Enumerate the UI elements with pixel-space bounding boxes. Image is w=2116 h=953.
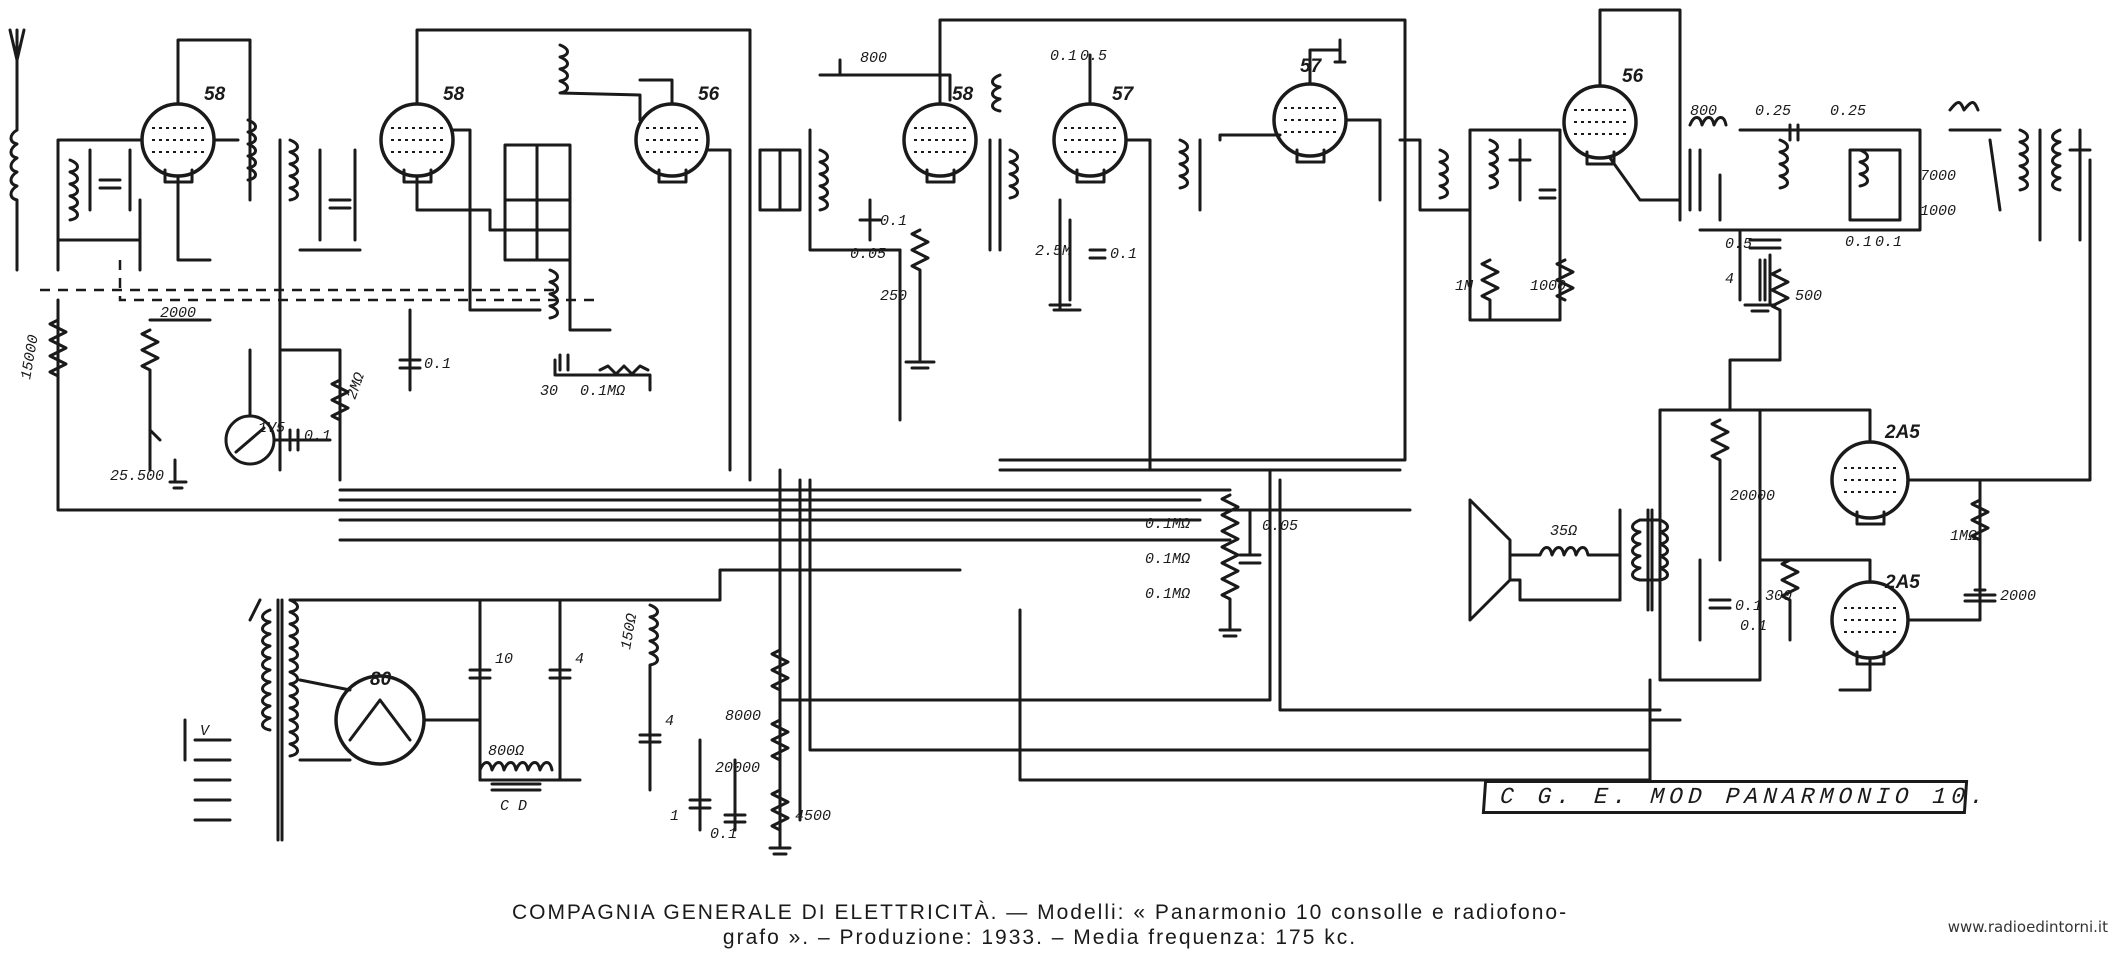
svg-text:0.1: 0.1 bbox=[1735, 598, 1762, 615]
antenna-icon bbox=[8, 28, 26, 132]
svg-text:0.1: 0.1 bbox=[424, 356, 451, 373]
ground-icon bbox=[168, 480, 188, 490]
svg-text:7000: 7000 bbox=[1920, 168, 1956, 185]
svg-text:0.1: 0.1 bbox=[1050, 48, 1077, 65]
svg-text:2000: 2000 bbox=[160, 305, 196, 322]
svg-text:10: 10 bbox=[495, 651, 513, 668]
tube-2a5-top: 2A5 bbox=[1830, 422, 1920, 526]
caption-line-1: COMPAGNIA GENERALE DI ELETTRICITÀ. — Mod… bbox=[511, 901, 1569, 924]
svg-text:0.1MΩ: 0.1MΩ bbox=[1145, 551, 1190, 568]
watermark: www.radioedintorni.it bbox=[1947, 918, 2108, 936]
svg-text:4: 4 bbox=[665, 713, 674, 730]
svg-text:150Ω: 150Ω bbox=[618, 612, 641, 650]
svg-text:1000: 1000 bbox=[1530, 278, 1566, 295]
svg-text:250: 250 bbox=[880, 288, 907, 305]
svg-text:58: 58 bbox=[443, 84, 465, 105]
svg-text:1M: 1M bbox=[1455, 278, 1474, 295]
svg-text:20000: 20000 bbox=[715, 760, 760, 777]
svg-text:0.1: 0.1 bbox=[1845, 234, 1872, 251]
ground-icon bbox=[904, 360, 936, 370]
svg-text:C D: C D bbox=[500, 798, 527, 815]
svg-text:0.1: 0.1 bbox=[1875, 234, 1902, 251]
tube-57-osc: 56 bbox=[634, 84, 720, 184]
svg-text:20000: 20000 bbox=[1730, 488, 1775, 505]
caption-line-2: grafo ». – Produzione: 1933. – Media fre… bbox=[722, 926, 1358, 949]
caption: COMPAGNIA GENERALE DI ELETTRICITÀ. — Mod… bbox=[260, 900, 1820, 950]
svg-text:800: 800 bbox=[860, 50, 887, 67]
svg-text:2000: 2000 bbox=[2000, 588, 2036, 605]
svg-text:35Ω: 35Ω bbox=[1550, 523, 1577, 540]
tube-56-driver: 56 bbox=[1562, 66, 1644, 166]
svg-text:0.5: 0.5 bbox=[1080, 48, 1107, 65]
svg-text:80: 80 bbox=[370, 669, 392, 690]
ground-icon bbox=[768, 846, 792, 856]
svg-text:0.25: 0.25 bbox=[1755, 103, 1791, 120]
model-label: C G. E. MOD PANARMONIO 10. bbox=[1481, 780, 1990, 814]
svg-text:800Ω: 800Ω bbox=[488, 743, 524, 760]
svg-text:56: 56 bbox=[698, 84, 720, 105]
svg-text:1MΩ: 1MΩ bbox=[1950, 528, 1977, 545]
tube-58-rf: 58 bbox=[140, 84, 226, 184]
svg-text:2MΩ: 2MΩ bbox=[344, 371, 369, 402]
svg-text:15000: 15000 bbox=[18, 334, 43, 381]
svg-text:800: 800 bbox=[1690, 103, 1717, 120]
tube-2a5-bottom: 2A5 bbox=[1830, 572, 1920, 666]
tube-57-det: 57 bbox=[1052, 84, 1135, 184]
ground-icon bbox=[1743, 303, 1777, 313]
svg-text:56: 56 bbox=[1622, 66, 1644, 87]
svg-text:2A5: 2A5 bbox=[1884, 422, 1920, 443]
svg-text:0.1: 0.1 bbox=[1110, 246, 1137, 263]
svg-text:1000: 1000 bbox=[1920, 203, 1956, 220]
svg-text:0.1MΩ: 0.1MΩ bbox=[580, 383, 625, 400]
tube-58-mixer: 58 bbox=[379, 84, 465, 184]
ground-icon bbox=[1048, 303, 1072, 312]
svg-text:0.1: 0.1 bbox=[710, 826, 737, 843]
svg-text:0.1: 0.1 bbox=[1740, 618, 1767, 635]
svg-text:1: 1 bbox=[670, 808, 679, 825]
ground-icon bbox=[1218, 628, 1242, 638]
svg-text:0.1MΩ: 0.1MΩ bbox=[1145, 586, 1190, 603]
svg-text:57: 57 bbox=[1112, 84, 1135, 105]
svg-text:58: 58 bbox=[952, 84, 974, 105]
svg-text:4: 4 bbox=[575, 651, 584, 668]
svg-text:8000: 8000 bbox=[725, 708, 761, 725]
svg-text:0.25: 0.25 bbox=[1830, 103, 1866, 120]
svg-text:58: 58 bbox=[204, 84, 226, 105]
svg-text:0.1: 0.1 bbox=[304, 428, 331, 445]
svg-text:4500: 4500 bbox=[795, 808, 831, 825]
svg-text:V: V bbox=[200, 723, 211, 740]
svg-text:0.05: 0.05 bbox=[850, 246, 886, 263]
speaker-icon bbox=[1468, 498, 1512, 622]
tube-58-if: 58 bbox=[902, 84, 978, 184]
svg-text:0.1: 0.1 bbox=[880, 213, 907, 230]
svg-text:0.5: 0.5 bbox=[1725, 236, 1752, 253]
tube-80-rectifier: 80 bbox=[334, 669, 426, 766]
svg-text:2.5M: 2.5M bbox=[1035, 243, 1072, 260]
svg-text:500: 500 bbox=[1795, 288, 1822, 305]
svg-text:25.500: 25.500 bbox=[110, 468, 164, 485]
svg-text:0.1MΩ: 0.1MΩ bbox=[1145, 516, 1190, 533]
svg-text:4: 4 bbox=[1725, 271, 1734, 288]
svg-text:300: 300 bbox=[1765, 588, 1792, 605]
svg-text:2A5: 2A5 bbox=[1884, 572, 1920, 593]
svg-text:30: 30 bbox=[540, 383, 558, 400]
svg-text:1V5: 1V5 bbox=[258, 420, 285, 437]
